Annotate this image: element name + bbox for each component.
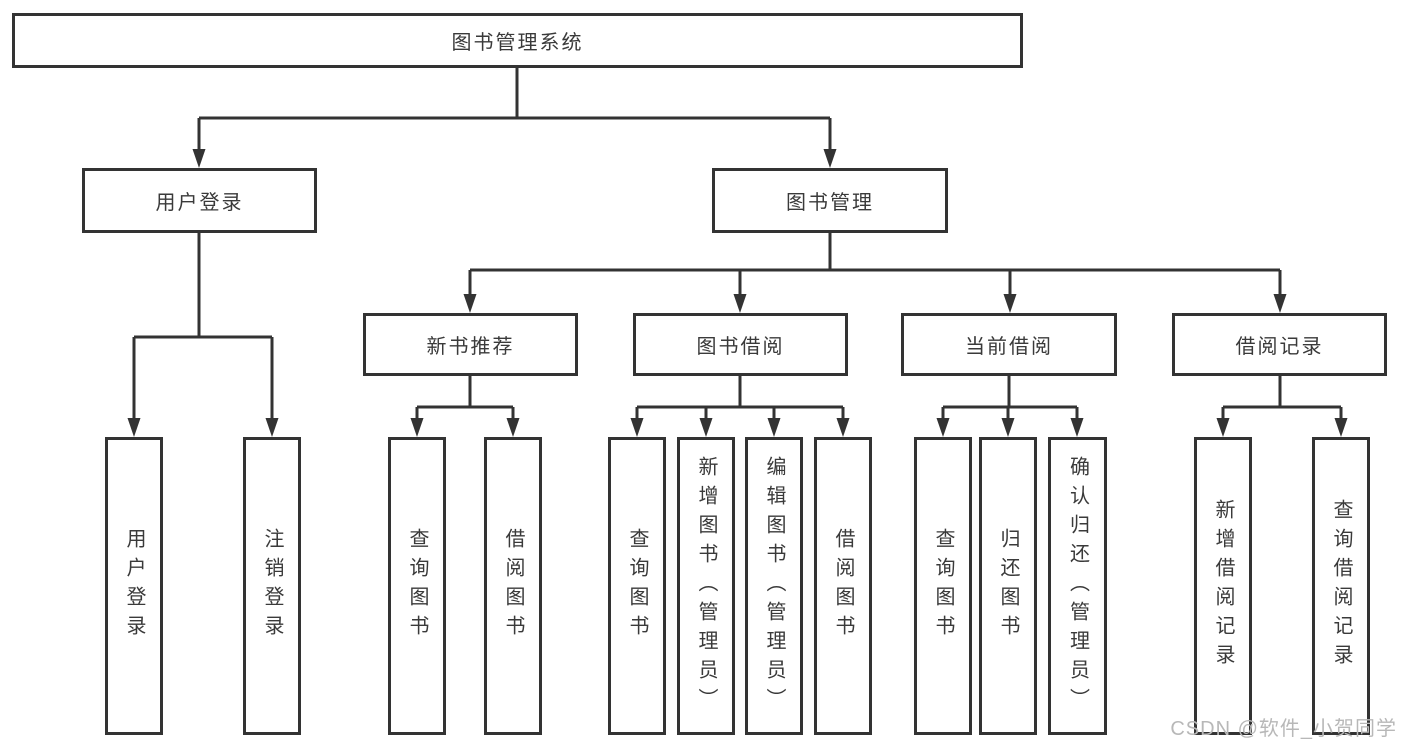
leaf-add-borrow-record: 新增借阅记录 xyxy=(1194,437,1252,735)
node-book-borrow-label: 图书借阅 xyxy=(696,336,785,358)
csdn-watermark: CSDN @软件_小贺同学 xyxy=(1170,718,1397,740)
leaf-query-books-current: 查询图书 xyxy=(914,437,972,735)
leaf-return-books: 归还图书 xyxy=(979,437,1037,735)
node-book-management-label: 图书管理 xyxy=(786,192,874,214)
leaf-query-books-recommend-label: 查询图书 xyxy=(406,528,428,644)
node-book-borrow: 图书借阅 xyxy=(633,313,848,376)
leaf-user-login: 用户登录 xyxy=(105,437,163,735)
node-current-borrow-label: 当前借阅 xyxy=(965,336,1053,358)
node-user-login: 用户登录 xyxy=(82,168,317,233)
leaf-query-books-recommend: 查询图书 xyxy=(388,437,446,735)
leaf-query-borrow-record: 查询借阅记录 xyxy=(1312,437,1370,735)
leaf-query-books-current-label: 查询图书 xyxy=(932,528,954,644)
leaf-borrow-books-borrow: 借阅图书 xyxy=(814,437,872,735)
node-system-root: 图书管理系统 xyxy=(12,13,1023,68)
leaf-add-books-admin-label: 新增图书（管理员） xyxy=(695,455,717,717)
leaf-borrow-books-borrow-label: 借阅图书 xyxy=(832,528,854,644)
leaf-borrow-books-recommend: 借阅图书 xyxy=(484,437,542,735)
leaf-add-books-admin: 新增图书（管理员） xyxy=(677,437,735,735)
node-borrow-records-label: 借阅记录 xyxy=(1235,336,1324,358)
leaf-query-books-borrow: 查询图书 xyxy=(608,437,666,735)
node-book-management: 图书管理 xyxy=(712,168,948,233)
leaf-add-borrow-record-label: 新增借阅记录 xyxy=(1212,499,1234,673)
leaf-return-books-label: 归还图书 xyxy=(997,528,1019,644)
node-new-book-recommend-label: 新书推荐 xyxy=(426,336,515,358)
leaf-edit-books-admin: 编辑图书（管理员） xyxy=(745,437,803,735)
node-current-borrow: 当前借阅 xyxy=(901,313,1117,376)
leaf-query-borrow-record-label: 查询借阅记录 xyxy=(1330,499,1352,673)
leaf-logout-login-label: 注销登录 xyxy=(261,528,283,644)
leaf-edit-books-admin-label: 编辑图书（管理员） xyxy=(763,455,785,717)
leaf-borrow-books-recommend-label: 借阅图书 xyxy=(502,528,524,644)
node-borrow-records: 借阅记录 xyxy=(1172,313,1387,376)
node-new-book-recommend: 新书推荐 xyxy=(363,313,578,376)
leaf-confirm-return-admin: 确认归还（管理员） xyxy=(1048,437,1107,735)
leaf-logout-login: 注销登录 xyxy=(243,437,301,735)
arrowheads xyxy=(127,149,1348,437)
leaf-user-login-label: 用户登录 xyxy=(123,528,145,644)
node-system-root-label: 图书管理系统 xyxy=(451,32,584,54)
node-user-login-label: 用户登录 xyxy=(155,192,244,214)
leaf-query-books-borrow-label: 查询图书 xyxy=(626,528,648,644)
leaf-confirm-return-admin-label: 确认归还（管理员） xyxy=(1066,455,1089,717)
